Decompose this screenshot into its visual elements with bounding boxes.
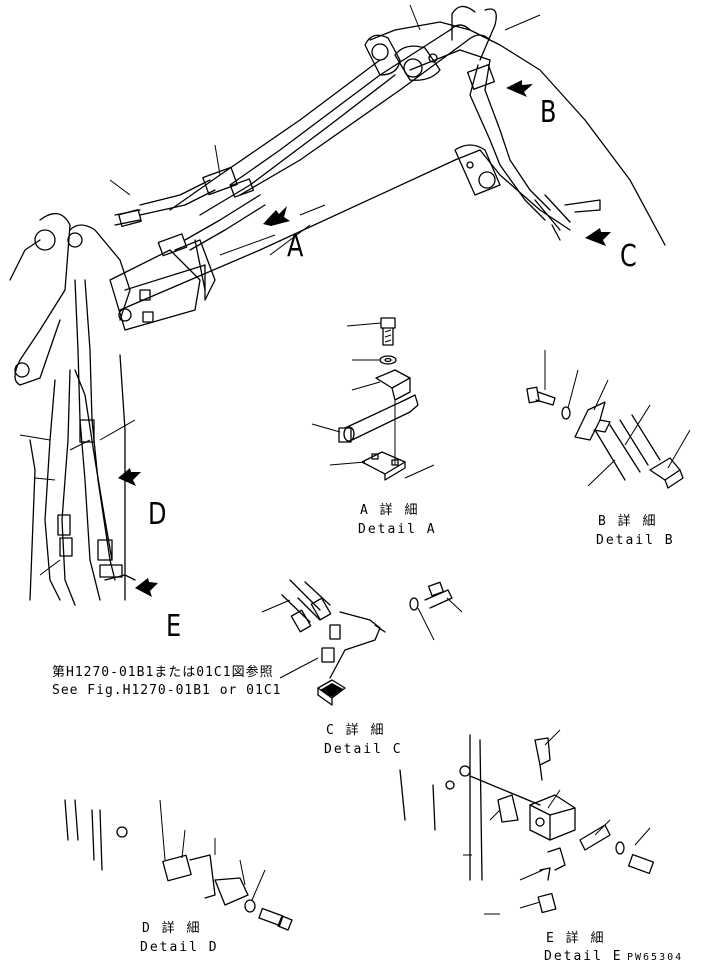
- detail-a-title-en: Detail A: [358, 522, 437, 537]
- arm-assembly: [9, 4, 666, 606]
- detail-a-title-jp: A 詳 細: [360, 503, 420, 518]
- detail-e-title-en: Detail E: [544, 949, 623, 964]
- detail-a-drawing: [311, 317, 435, 481]
- reference-note-en: See Fig.H1270-01B1 or 01C1: [52, 683, 282, 698]
- detail-b-drawing: [526, 350, 691, 489]
- view-arrow-b: [506, 80, 533, 97]
- view-label-a: A: [287, 229, 304, 264]
- view-label-d: D: [148, 497, 167, 532]
- detail-c-title-jp: C 詳 細: [326, 723, 386, 738]
- detail-d-drawing: [64, 799, 293, 931]
- view-label-c: C: [620, 239, 637, 274]
- drawing-code: PW65304: [627, 952, 684, 963]
- view-arrow-d: [118, 468, 141, 486]
- view-label-e: E: [166, 609, 182, 644]
- detail-b-title-jp: B 詳 細: [598, 514, 658, 529]
- detail-e-title-jp: E 詳 細: [546, 931, 606, 946]
- view-arrow-a: [263, 206, 290, 226]
- detail-d-title-en: Detail D: [140, 940, 219, 955]
- detail-c-drawing: [261, 579, 463, 706]
- view-label-b: B: [540, 95, 557, 130]
- view-arrow-e: [135, 578, 158, 597]
- detail-c-title-en: Detail C: [324, 742, 403, 757]
- reference-note-jp: 第H1270-01B1または01C1図参照: [52, 665, 274, 680]
- view-arrow-c: [585, 228, 611, 246]
- detail-b-title-en: Detail B: [596, 533, 675, 548]
- detail-d-title-jp: D 詳 細: [142, 921, 202, 936]
- detail-e-drawing: [399, 729, 655, 915]
